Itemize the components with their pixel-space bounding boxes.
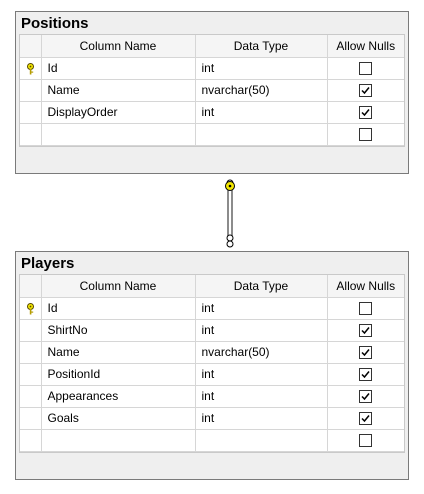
table-title[interactable]: Positions bbox=[21, 15, 89, 32]
data-type-cell[interactable]: int bbox=[194, 100, 328, 124]
table-players[interactable]: Players Column Name Data Type Allow Null… bbox=[15, 251, 409, 480]
data-type-cell[interactable]: int bbox=[194, 56, 328, 80]
row-selector[interactable] bbox=[20, 362, 42, 386]
row-selector[interactable] bbox=[20, 78, 42, 102]
table-positions[interactable]: Positions Column Name Data Type Allow Nu… bbox=[15, 11, 409, 174]
allow-nulls-checkbox[interactable] bbox=[359, 84, 373, 98]
column-name-cell[interactable]: Goals bbox=[40, 406, 196, 430]
checkmark-icon bbox=[361, 371, 370, 379]
relationship-connector[interactable] bbox=[215, 174, 245, 254]
allow-nulls-checkbox[interactable] bbox=[359, 128, 373, 142]
row-selector-header bbox=[20, 35, 42, 58]
allow-nulls-cell bbox=[326, 428, 404, 452]
allow-nulls-checkbox[interactable] bbox=[359, 434, 373, 448]
column-name-header[interactable]: Column Name bbox=[40, 35, 196, 58]
row-selector[interactable] bbox=[20, 56, 42, 80]
allow-nulls-checkbox[interactable] bbox=[359, 346, 373, 360]
column-name-cell[interactable]: Appearances bbox=[40, 384, 196, 408]
allow-nulls-checkbox[interactable] bbox=[359, 302, 373, 316]
allow-nulls-cell bbox=[326, 384, 404, 408]
checkmark-icon bbox=[361, 109, 370, 117]
column-name-cell[interactable]: PositionId bbox=[40, 362, 196, 386]
key-icon bbox=[27, 62, 34, 75]
allow-nulls-cell bbox=[326, 78, 404, 102]
allow-nulls-cell bbox=[326, 100, 404, 124]
row-selector[interactable] bbox=[20, 340, 42, 364]
row-selector[interactable] bbox=[20, 384, 42, 408]
table-title[interactable]: Players bbox=[21, 255, 75, 272]
allow-nulls-checkbox[interactable] bbox=[359, 412, 373, 426]
column-name-cell[interactable]: Name bbox=[40, 340, 196, 364]
data-type-cell[interactable]: int bbox=[194, 406, 328, 430]
checkmark-icon bbox=[361, 415, 370, 423]
data-type-cell[interactable]: int bbox=[194, 384, 328, 408]
row-selector[interactable] bbox=[20, 100, 42, 124]
data-type-cell[interactable]: int bbox=[194, 318, 328, 342]
allow-nulls-cell bbox=[326, 318, 404, 342]
column-name-cell[interactable]: Id bbox=[40, 56, 196, 80]
key-icon bbox=[27, 302, 34, 315]
row-selector-header bbox=[20, 275, 42, 298]
checkmark-icon bbox=[361, 393, 370, 401]
column-row[interactable] bbox=[20, 122, 404, 146]
column-name-cell[interactable]: DisplayOrder bbox=[40, 100, 196, 124]
data-type-cell[interactable] bbox=[194, 428, 328, 452]
column-name-cell[interactable] bbox=[40, 122, 196, 146]
allow-nulls-cell bbox=[326, 56, 404, 80]
allow-nulls-cell bbox=[326, 296, 404, 320]
allow-nulls-checkbox[interactable] bbox=[359, 324, 373, 338]
data-type-header[interactable]: Data Type bbox=[194, 275, 328, 298]
data-type-cell[interactable] bbox=[194, 122, 328, 146]
column-name-cell[interactable] bbox=[40, 428, 196, 452]
column-name-cell[interactable]: Id bbox=[40, 296, 196, 320]
key-end-icon bbox=[225, 179, 235, 191]
data-type-header[interactable]: Data Type bbox=[194, 35, 328, 58]
column-name-cell[interactable]: ShirtNo bbox=[40, 318, 196, 342]
checkmark-icon bbox=[361, 87, 370, 95]
allow-nulls-cell bbox=[326, 362, 404, 386]
row-selector[interactable] bbox=[20, 122, 42, 146]
data-type-cell[interactable]: nvarchar(50) bbox=[194, 340, 328, 364]
column-name-header[interactable]: Column Name bbox=[40, 275, 196, 298]
row-selector[interactable] bbox=[20, 296, 42, 320]
header-row: Column Name Data Type Allow Nulls bbox=[20, 275, 404, 298]
header-row: Column Name Data Type Allow Nulls bbox=[20, 35, 404, 58]
allow-nulls-header[interactable]: Allow Nulls bbox=[326, 275, 404, 298]
allow-nulls-checkbox[interactable] bbox=[359, 62, 373, 76]
allow-nulls-checkbox[interactable] bbox=[359, 106, 373, 120]
allow-nulls-checkbox[interactable] bbox=[359, 390, 373, 404]
allow-nulls-checkbox[interactable] bbox=[359, 368, 373, 382]
row-selector[interactable] bbox=[20, 318, 42, 342]
column-row[interactable] bbox=[20, 428, 404, 452]
checkmark-icon bbox=[361, 327, 370, 335]
row-selector[interactable] bbox=[20, 406, 42, 430]
allow-nulls-cell bbox=[326, 406, 404, 430]
data-type-cell[interactable]: nvarchar(50) bbox=[194, 78, 328, 102]
checkmark-icon bbox=[361, 349, 370, 357]
allow-nulls-header[interactable]: Allow Nulls bbox=[326, 35, 404, 58]
allow-nulls-cell bbox=[326, 122, 404, 146]
allow-nulls-cell bbox=[326, 340, 404, 364]
data-type-cell[interactable]: int bbox=[194, 362, 328, 386]
data-type-cell[interactable]: int bbox=[194, 296, 328, 320]
column-name-cell[interactable]: Name bbox=[40, 78, 196, 102]
infinity-end-icon bbox=[226, 234, 234, 248]
row-selector[interactable] bbox=[20, 428, 42, 452]
